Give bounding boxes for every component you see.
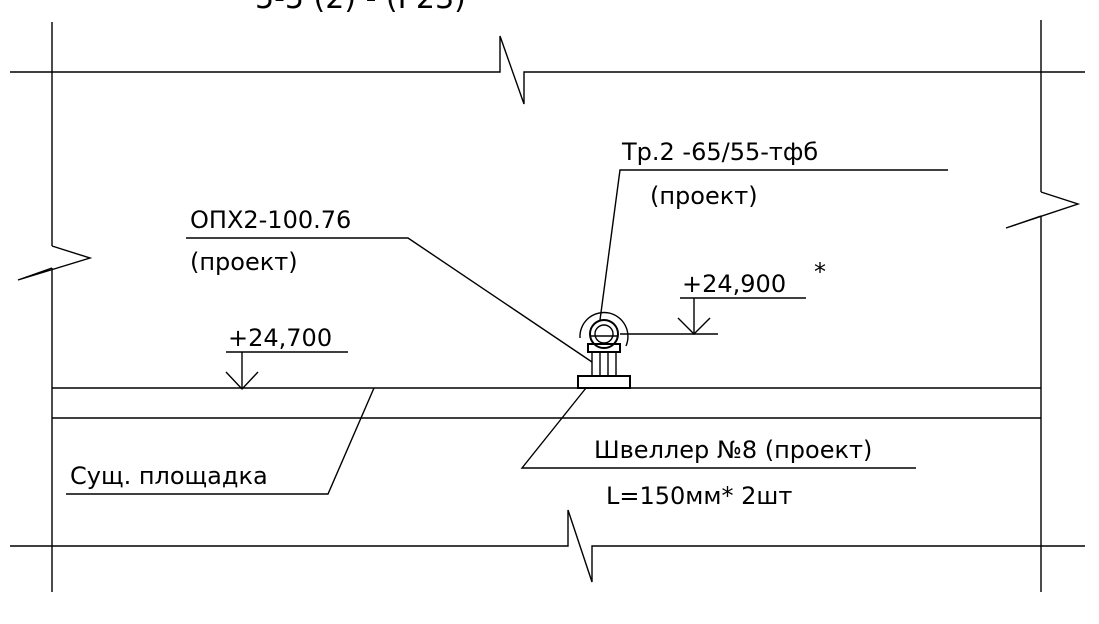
elevation-lower-label: +24,700	[228, 324, 332, 352]
platform-label-leader: Сущ. площадка	[66, 387, 375, 495]
channel-label-leader: Швеллер №8 (проект) L=150мм* 2шт	[520, 387, 916, 510]
channel-label-line2: L=150мм* 2шт	[606, 482, 792, 510]
support-label-line1: ОПХ2-100.76	[190, 206, 351, 234]
elevation-upper-asterisk: *	[814, 258, 826, 286]
channel-label-line1: Швеллер №8 (проект)	[594, 436, 872, 464]
section-title: 5-5 (2) - (Г23)	[255, 0, 466, 16]
platform-label: Сущ. площадка	[70, 462, 268, 490]
platform-slab	[52, 387, 1041, 419]
pipe-label-line1: Тр.2 -65/55-тфб	[621, 138, 818, 166]
frame-left	[17, 22, 93, 592]
elevation-marker-lower: +24,700	[225, 324, 348, 391]
frame-right	[1005, 20, 1081, 592]
pipe-label-leader: Тр.2 -65/55-тфб (проект)	[599, 138, 948, 321]
pipe-label-line2: (проект)	[650, 182, 758, 210]
elevation-upper-label: +24,900	[682, 270, 786, 298]
pipe-support-assembly	[577, 311, 631, 389]
top-break-line	[10, 35, 1085, 105]
support-label-line2: (проект)	[190, 248, 298, 276]
bottom-break-line	[10, 509, 1085, 583]
support-label-leader: ОПХ2-100.76 (проект)	[186, 206, 593, 363]
elevation-marker-upper: +24,900 *	[620, 258, 826, 335]
